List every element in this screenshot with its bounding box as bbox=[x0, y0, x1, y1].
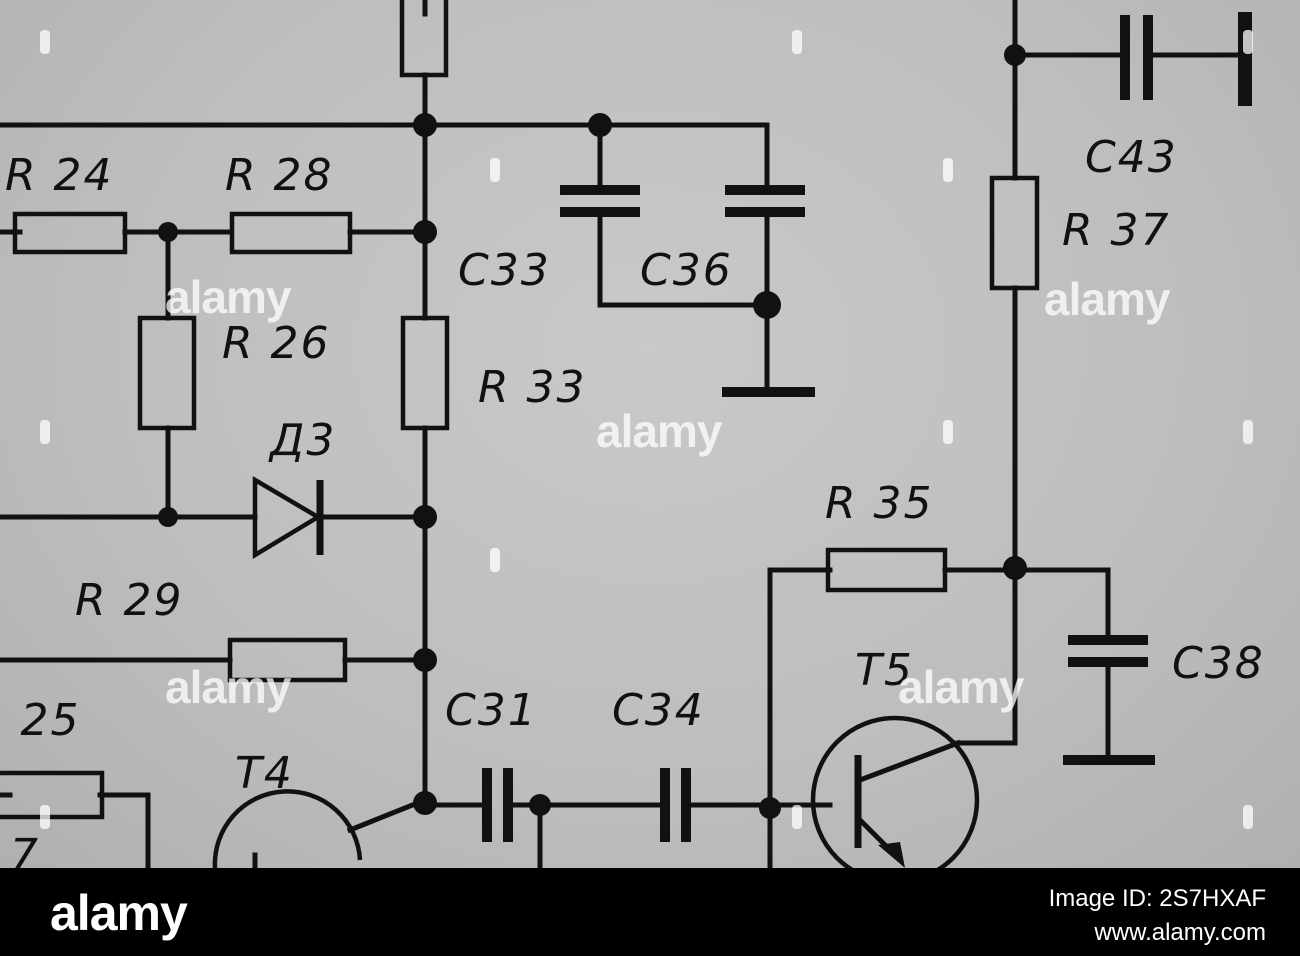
watermark-dot bbox=[943, 420, 953, 444]
footer-site-link[interactable]: www.alamy.com bbox=[1094, 919, 1266, 946]
wires bbox=[0, 0, 1243, 868]
label-c36: C36 bbox=[640, 245, 733, 296]
resistor-r24 bbox=[12, 211, 128, 255]
capacitor-c33 bbox=[560, 185, 640, 217]
label-r33: R 33 bbox=[478, 362, 587, 413]
transistor-t5-arrow bbox=[878, 842, 905, 868]
transistor-t5-collector bbox=[856, 739, 962, 784]
transistor-t5-body bbox=[810, 715, 980, 868]
label-r29: R 29 bbox=[75, 575, 184, 626]
label-r37: R 37 bbox=[1062, 205, 1171, 256]
watermark-dot bbox=[792, 805, 802, 829]
footer-logo[interactable]: alamy bbox=[50, 885, 188, 941]
junction-dot bbox=[413, 505, 437, 529]
capacitor-c36 bbox=[725, 185, 805, 217]
watermark-text: alamy bbox=[1044, 273, 1170, 325]
watermark-text: alamy bbox=[596, 405, 722, 457]
junction-dot bbox=[413, 113, 437, 137]
footer-bar: alamy Image ID: 2S7HXAF www.alamy.com bbox=[0, 868, 1300, 956]
resistor-r28 bbox=[229, 211, 353, 255]
watermark-dot bbox=[490, 158, 500, 182]
capacitor-c38 bbox=[1068, 635, 1148, 667]
wire-top-bus bbox=[0, 122, 770, 193]
transistor-t4 bbox=[212, 789, 363, 868]
watermark-text: alamy bbox=[165, 661, 291, 713]
junction-dot bbox=[529, 794, 551, 816]
diode-triangle bbox=[252, 476, 323, 559]
junction-dots bbox=[158, 44, 1027, 819]
resistor-top bbox=[399, 0, 449, 78]
label-c31: C31 bbox=[445, 685, 538, 736]
label-edge7: 7 bbox=[10, 830, 40, 868]
capacitor-c43 bbox=[1120, 15, 1153, 100]
resistor-r37 bbox=[989, 175, 1040, 291]
label-t5: T5 bbox=[855, 645, 914, 696]
wire-c31-c34-row bbox=[346, 796, 833, 834]
junction-dot bbox=[759, 797, 781, 819]
watermark-text: alamy bbox=[165, 271, 291, 323]
capacitor-c34 bbox=[660, 768, 691, 842]
watermark-dot bbox=[40, 420, 50, 444]
watermark-dot bbox=[1243, 805, 1253, 829]
diode-d3 bbox=[252, 476, 324, 559]
junction-dot bbox=[413, 220, 437, 244]
footer-image-id: Image ID: 2S7HXAF bbox=[1048, 885, 1266, 912]
watermark-dot bbox=[1243, 420, 1253, 444]
watermark-dot bbox=[40, 805, 50, 829]
wire-r25-row bbox=[0, 792, 151, 868]
capacitors bbox=[482, 15, 1153, 842]
resistor-r29 bbox=[227, 637, 348, 683]
resistor-r25 bbox=[0, 770, 105, 820]
wire-r35-loop bbox=[767, 567, 1111, 868]
resistor-r33 bbox=[400, 315, 450, 431]
junction-dot bbox=[158, 507, 178, 527]
label-c43: C43 bbox=[1085, 132, 1178, 183]
watermark-text: alamy bbox=[898, 661, 1024, 713]
junction-dot bbox=[1004, 44, 1026, 66]
label-c38: C38 bbox=[1172, 638, 1265, 689]
label-c34: C34 bbox=[612, 685, 705, 736]
resistor-r35 bbox=[825, 547, 948, 593]
junction-dot bbox=[753, 291, 781, 319]
label-d3: Д3 bbox=[268, 415, 336, 466]
junction-dot bbox=[588, 113, 612, 137]
label-r25: R 25 bbox=[0, 695, 81, 746]
component-labels: R 24 R 28 R 26 Д3 R 33 R 29 R 25 T4 7 C3… bbox=[0, 132, 1265, 868]
junction-dot bbox=[413, 791, 437, 815]
wire-right-vertical bbox=[955, 0, 1018, 746]
transistor-t5 bbox=[810, 715, 980, 868]
watermark-dot bbox=[1243, 30, 1253, 54]
resistor-r26 bbox=[137, 315, 197, 431]
watermark-dot bbox=[943, 158, 953, 182]
label-r28: R 28 bbox=[225, 150, 334, 201]
grounds bbox=[722, 12, 1252, 765]
junction-dot bbox=[1003, 556, 1027, 580]
circuit-schematic: R 24 R 28 R 26 Д3 R 33 R 29 R 25 T4 7 C3… bbox=[0, 0, 1265, 868]
capacitor-c31 bbox=[482, 768, 513, 842]
footer-info: Image ID: 2S7HXAF www.alamy.com bbox=[1049, 882, 1266, 950]
label-t4: T4 bbox=[235, 748, 294, 799]
watermark-dot bbox=[40, 30, 50, 54]
junction-dot bbox=[158, 222, 178, 242]
junction-dot bbox=[413, 648, 437, 672]
label-r35: R 35 bbox=[825, 478, 934, 529]
label-r24: R 24 bbox=[5, 150, 114, 201]
transistor-t4-body bbox=[212, 789, 363, 868]
label-r26: R 26 bbox=[222, 318, 331, 369]
watermark-dot bbox=[490, 548, 500, 572]
schematic-paper: R 24 R 28 R 26 Д3 R 33 R 29 R 25 T4 7 C3… bbox=[0, 0, 1300, 868]
label-c33: C33 bbox=[458, 245, 551, 296]
watermark-dot bbox=[792, 30, 802, 54]
